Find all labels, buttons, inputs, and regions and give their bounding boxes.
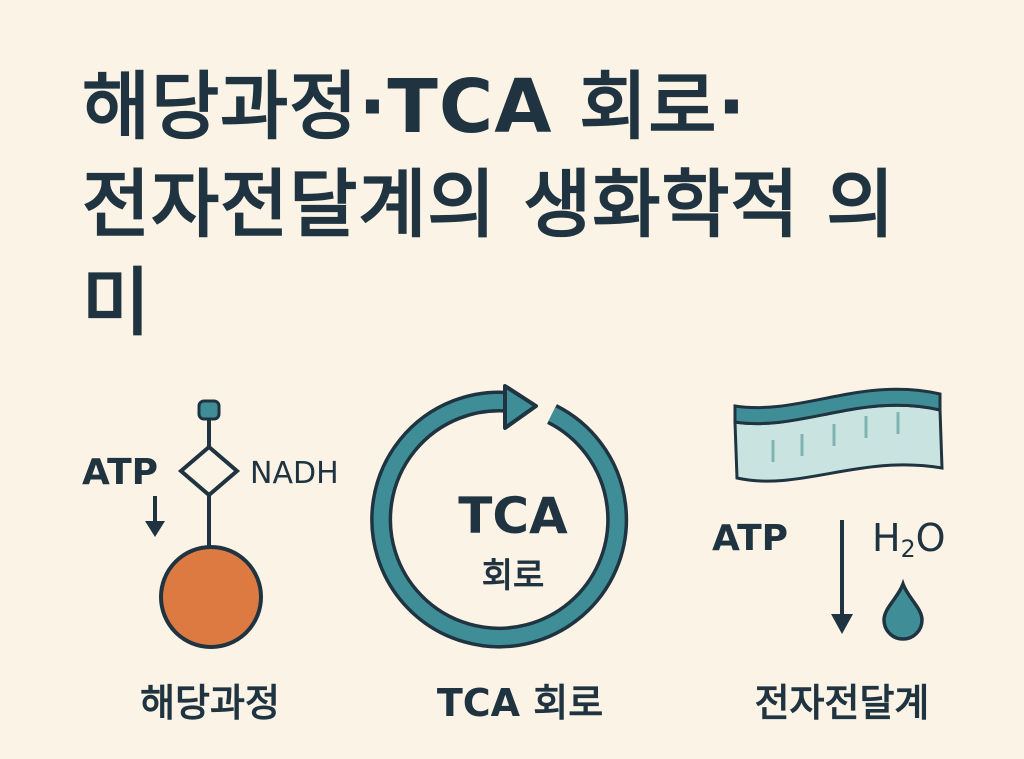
- glycolysis-atp-label: ATP: [82, 452, 159, 493]
- cycle-arrowhead-icon: [503, 384, 538, 430]
- etc-h2o-label: H2O: [872, 516, 945, 563]
- etc-label: 전자전달계: [754, 681, 930, 725]
- water-drop-icon: [882, 578, 924, 641]
- title-line-1: 해당과정·TCA 회로·: [82, 64, 747, 150]
- h2o-o: O: [915, 516, 946, 560]
- tca-center-title: TCA: [458, 487, 568, 545]
- h2o-h: H: [872, 516, 901, 560]
- tca-center-subtitle: 회로: [481, 556, 545, 596]
- glucose-circle-icon: [159, 545, 263, 649]
- arrow-down-icon: [145, 496, 165, 537]
- tca-cycle-diagram: [370, 384, 629, 649]
- page-title: 해당과정·TCA 회로· 전자전달계의 생화학적 의 미: [82, 58, 1002, 352]
- molecule-cap-icon: [197, 399, 221, 421]
- diamond-icon: [177, 444, 241, 498]
- glycolysis-label: 해당과정: [140, 681, 280, 725]
- title-line-2: 전자전달계의 생화학적 의: [82, 162, 896, 248]
- tca-label: TCA 회로: [436, 681, 604, 725]
- etc-diagram: [733, 387, 944, 641]
- glycolysis-diagram: [145, 399, 263, 649]
- glycolysis-nadh-label: NADH: [250, 456, 339, 491]
- h2o-subscript: 2: [900, 534, 916, 563]
- etc-atp-label: ATP: [712, 518, 789, 559]
- arrow-down-icon: [831, 520, 853, 634]
- title-line-3: 미: [82, 260, 152, 346]
